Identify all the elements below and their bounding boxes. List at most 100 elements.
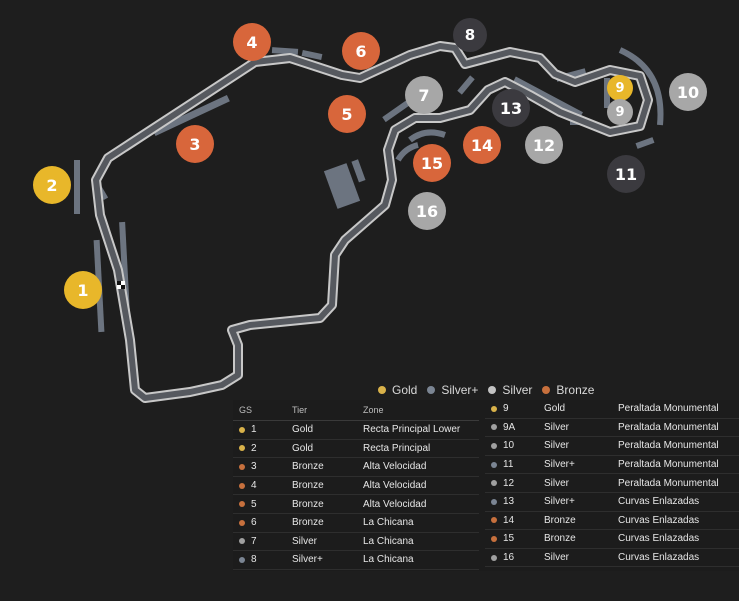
tier-dot (491, 461, 497, 468)
cell-gs: 10 (485, 440, 544, 451)
legend-dot (542, 386, 551, 394)
marker-gs-9[interactable]: 9 (607, 75, 633, 101)
cell-zone: Curvas Enlazadas (618, 533, 700, 545)
legend-label: Silver (502, 383, 533, 397)
gs-number: 12 (503, 477, 515, 489)
gs-number: 7 (251, 535, 257, 547)
cell-tier: Bronze (292, 517, 324, 529)
marker-gs-12[interactable]: 12 (525, 126, 563, 164)
table-row[interactable]: 9 Gold Peraltada Monumental (485, 400, 739, 419)
marker-gs-7[interactable]: 7 (405, 76, 443, 114)
marker-label: 5 (341, 104, 353, 124)
tier-dot (239, 482, 245, 489)
cell-gs: 14 (485, 515, 544, 526)
cell-gs: 2 (233, 443, 292, 454)
cell-zone: Recta Principal Lower (363, 424, 461, 436)
marker-gs-3[interactable]: 3 (176, 125, 214, 163)
cell-tier: Gold (544, 403, 566, 415)
table-row[interactable]: 9A Silver Peraltada Monumental (485, 419, 739, 438)
gs-number: 1 (251, 424, 257, 436)
cell-gs: 11 (485, 459, 544, 470)
marker-gs-4[interactable]: 4 (233, 23, 271, 61)
cell-gs: 9 (485, 403, 544, 414)
gs-number: 5 (251, 498, 257, 510)
marker-gs-9a[interactable]: 9 (607, 99, 633, 125)
marker-gs-14[interactable]: 14 (463, 126, 501, 164)
legend-item-gold: Gold (378, 383, 417, 397)
tier-dot (491, 405, 497, 412)
grandstand-arcs (395, 47, 664, 162)
cell-tier: Bronze (292, 461, 324, 473)
gs-number: 9A (503, 421, 516, 433)
cell-tier: Bronze (292, 480, 324, 492)
marker-gs-16[interactable]: 16 (408, 192, 446, 230)
marker-label: 7 (418, 85, 430, 105)
cell-zone: Peraltada Monumental (618, 421, 719, 433)
tier-dot (491, 480, 497, 487)
marker-gs-8[interactable]: 8 (453, 18, 487, 52)
marker-gs-10[interactable]: 10 (669, 73, 707, 111)
cell-gs: 6 (233, 517, 292, 528)
header-zone: Zone (363, 405, 384, 415)
cell-gs: 5 (233, 499, 292, 510)
marker-gs-11[interactable]: 11 (607, 155, 645, 193)
legend-dot (488, 386, 497, 394)
legend-label: Silver+ (441, 383, 479, 397)
marker-gs-6[interactable]: 6 (342, 32, 380, 70)
gs-number: 10 (503, 440, 515, 452)
race-track (91, 41, 653, 403)
tier-dot (239, 519, 245, 526)
tier-dot (239, 501, 245, 508)
marker-gs-13[interactable]: 13 (492, 89, 530, 127)
cell-gs: 16 (485, 552, 544, 563)
marker-label: 14 (470, 135, 494, 155)
tier-dot (239, 556, 245, 563)
marker-label: 9 (615, 80, 625, 96)
cell-zone: Curvas Enlazadas (618, 514, 700, 526)
gs-number: 4 (251, 480, 257, 492)
tier-dot (239, 538, 245, 545)
cell-tier: Silver (544, 477, 570, 489)
cell-gs: 7 (233, 536, 292, 547)
table-row[interactable]: 4 Bronze Alta Velocidad (233, 477, 479, 496)
cell-gs: 8 (233, 554, 292, 565)
cell-tier: Silver (544, 421, 570, 433)
table-header: GS Tier Zone (233, 400, 479, 421)
marker-gs-5[interactable]: 5 (328, 95, 366, 133)
marker-label: 6 (355, 41, 367, 61)
header-tier: Tier (292, 405, 308, 415)
cell-tier: Silver+ (292, 554, 323, 566)
marker-gs-2[interactable]: 2 (33, 166, 71, 204)
tier-dot (491, 424, 497, 431)
cell-tier: Gold (292, 424, 314, 436)
marker-gs-1[interactable]: 1 (64, 271, 102, 309)
cell-gs: 4 (233, 480, 292, 491)
gs-number: 8 (251, 554, 257, 566)
marker-gs-15[interactable]: 15 (413, 144, 451, 182)
cell-zone: Alta Velocidad (363, 498, 427, 510)
marker-label: 10 (676, 82, 700, 102)
cell-zone: Peraltada Monumental (618, 403, 719, 415)
legend-label: Gold (392, 383, 418, 397)
cell-zone: Alta Velocidad (363, 480, 427, 492)
table-row[interactable]: 1 Gold Recta Principal Lower (233, 421, 479, 440)
gs-number: 9 (503, 403, 509, 415)
tier-legend: Gold Silver+ Silver Bronze (378, 383, 594, 397)
marker-label: 3 (189, 134, 201, 154)
gs-number: 6 (251, 517, 257, 529)
cell-tier: Silver+ (544, 496, 575, 508)
